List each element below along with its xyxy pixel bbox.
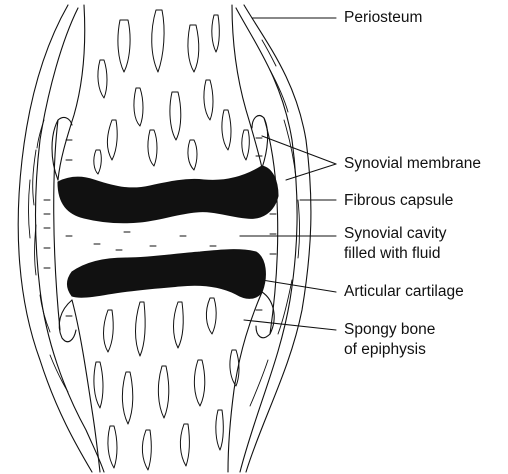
spongy-bone-label: Spongy bone of epiphysis <box>344 320 435 360</box>
fibrous-capsule-label: Fibrous capsule <box>344 191 453 211</box>
periosteum-label: Periosteum <box>344 8 422 28</box>
lower-spongy-bone-cavities <box>94 298 239 470</box>
capsule-inner-right-outline <box>236 8 297 472</box>
upper-bone-left-edge <box>58 5 85 180</box>
lower-articular-cartilage <box>68 250 266 299</box>
outer-capsule-left-outline <box>18 5 92 472</box>
leader-synovial-membrane-b <box>286 164 336 180</box>
upper-bone-right-edge <box>232 5 262 168</box>
synovial-cavity-label-line1: Synovial cavity <box>344 224 447 244</box>
synovial-cavity-label-line2: filled with fluid <box>344 244 447 264</box>
leader-articular-cartilage <box>262 280 336 292</box>
upper-spongy-bone-cavities <box>94 10 249 174</box>
fibrous-capsule-fibers-left <box>29 120 69 392</box>
synovial-membrane-label: Synovial membrane <box>344 154 481 174</box>
articular-cartilage-label: Articular cartilage <box>344 282 464 302</box>
synovial-cavity-label: Synovial cavity filled with fluid <box>344 224 447 264</box>
synovial-membrane-left-wall <box>54 120 60 330</box>
capsule-inner-left-outline <box>36 8 105 472</box>
upper-articular-cartilage <box>58 166 278 223</box>
leader-spongy-bone <box>244 320 336 330</box>
lower-bone-left-edge <box>72 300 100 472</box>
fibrous-capsule-fibers-right <box>250 40 300 406</box>
spongy-bone-label-line2: of epiphysis <box>344 340 435 360</box>
spongy-bone-label-line1: Spongy bone <box>344 320 435 340</box>
